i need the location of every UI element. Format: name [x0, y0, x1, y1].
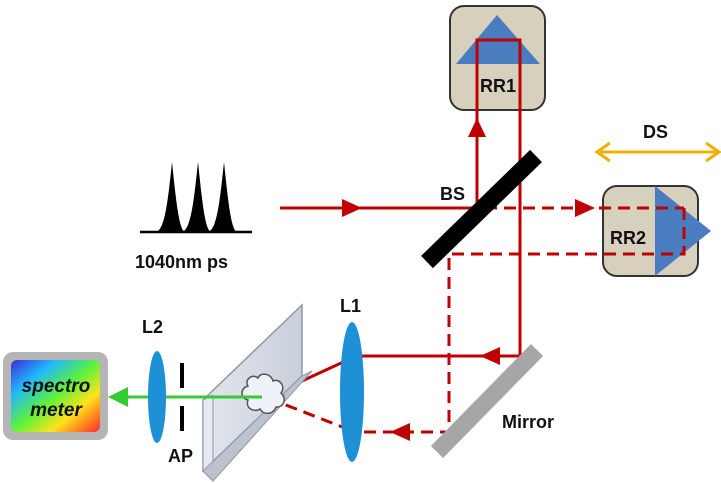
pulse-train-icon: [140, 162, 252, 234]
spectrometer: spectro meter: [3, 352, 108, 440]
beam-arrowheads: [342, 118, 595, 441]
beamsplitter: BS: [421, 149, 542, 269]
sample-cloud-icon: [241, 373, 285, 415]
arrow-from-mirror: [480, 347, 500, 365]
lens-l2-shape: [148, 351, 166, 443]
retroreflector-rr2: RR2: [602, 185, 711, 277]
mirror-label: Mirror: [502, 412, 554, 432]
signal-output: [108, 387, 262, 407]
arrow-input: [342, 199, 362, 217]
lens-l1: L1: [340, 296, 364, 462]
rr2-label: RR2: [610, 228, 646, 248]
source-label: 1040nm ps: [135, 252, 228, 272]
rainbow-spectrometer-icon: [11, 360, 100, 432]
arrow-to-rr1: [468, 118, 486, 137]
spectrometer-label-line2: meter: [30, 400, 83, 421]
delay-stage-arrow: DS: [594, 122, 721, 163]
rr2-arm-beam-return: [356, 208, 686, 434]
arrow-to-rr2: [575, 199, 595, 217]
ap-label: AP: [168, 446, 193, 466]
focused-beam-lower: [267, 396, 351, 432]
rr1-label: RR1: [480, 76, 516, 96]
ds-label: DS: [643, 122, 668, 142]
retroreflector-rr1: RR1: [449, 5, 546, 111]
lens-l1-shape: [340, 322, 364, 462]
arrow-lower-return: [390, 423, 410, 441]
beamsplitter-plate: [421, 149, 542, 269]
mirror: Mirror: [430, 344, 554, 458]
l1-label: L1: [340, 296, 361, 316]
spectrometer-label-line1: spectro: [22, 376, 91, 397]
sample-slide: [202, 303, 313, 483]
l2-label: L2: [142, 317, 163, 337]
signal-arrowhead: [108, 387, 128, 407]
mirror-plate: [430, 344, 544, 458]
bs-label: BS: [440, 184, 465, 204]
lens-l2: L2: [142, 317, 166, 443]
aperture-ap: AP: [168, 363, 193, 466]
rr1-arm-beam: [475, 38, 522, 358]
